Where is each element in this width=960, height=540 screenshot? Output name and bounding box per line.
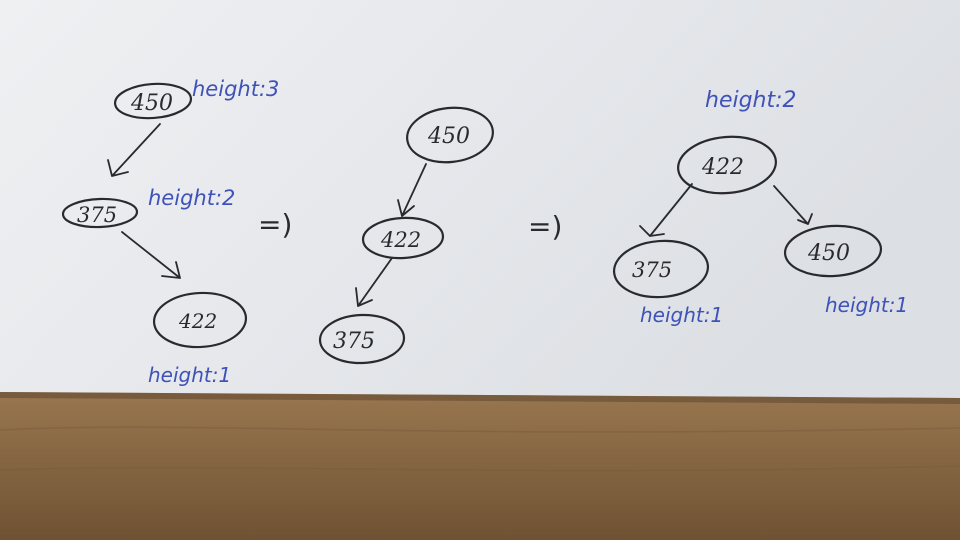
stage3-node-422 [677,135,777,195]
transition-arrow-1: =) [258,208,292,241]
stage3-node-375 [612,239,710,299]
stage1-arrow-450-375 [107,123,161,177]
stage1-node-375-height: height:2 [148,186,235,210]
stage3-arrow-422-450 [773,185,813,225]
stage2-node-422-value: 422 [380,228,421,252]
stage3-node-422-value: 422 [701,155,744,180]
transition-arrow-2: =) [528,210,562,243]
stage1-node-450 [113,82,193,120]
paper-sheet [0,0,960,398]
stage3-node-450 [783,224,883,278]
stage1-node-422-height: height:1 [148,363,231,387]
stage2-node-450-value: 450 [427,124,470,149]
stage1-node-375 [61,197,139,229]
wood-grain [0,426,960,511]
stage2-node-375 [318,313,406,365]
stage2-arrow-422-375 [355,257,393,307]
stage2-arrow-450-422 [397,163,427,217]
stage3-arrow-422-375 [639,183,693,237]
stage1-arrow-375-422 [121,231,181,279]
stage3-node-450-height: height:1 [825,293,908,317]
stage1-node-422 [152,291,248,349]
stage3-node-422-height: height:2 [705,88,797,113]
paper-edge-shadow [0,392,960,404]
stage3-node-375-value: 375 [632,258,672,282]
stage-1-tree: 450 height:3 375 height:2 422 height:1 [61,77,279,387]
stage1-node-450-height: height:3 [192,77,279,101]
stage2-node-422 [361,216,445,260]
stage-2-tree: 450 422 375 [318,106,494,365]
wood-table [0,380,960,540]
stage3-node-375-height: height:1 [640,303,723,327]
stage1-node-450-value: 450 [130,91,173,116]
stage3-node-450-value: 450 [807,241,850,266]
stage-3-tree: height:2 422 375 height:1 450 height:1 [612,88,908,327]
stage2-node-375-value: 375 [333,329,375,354]
stage2-node-450 [406,106,494,164]
stage1-node-422-value: 422 [178,309,217,333]
stage1-node-375-value: 375 [77,203,117,227]
